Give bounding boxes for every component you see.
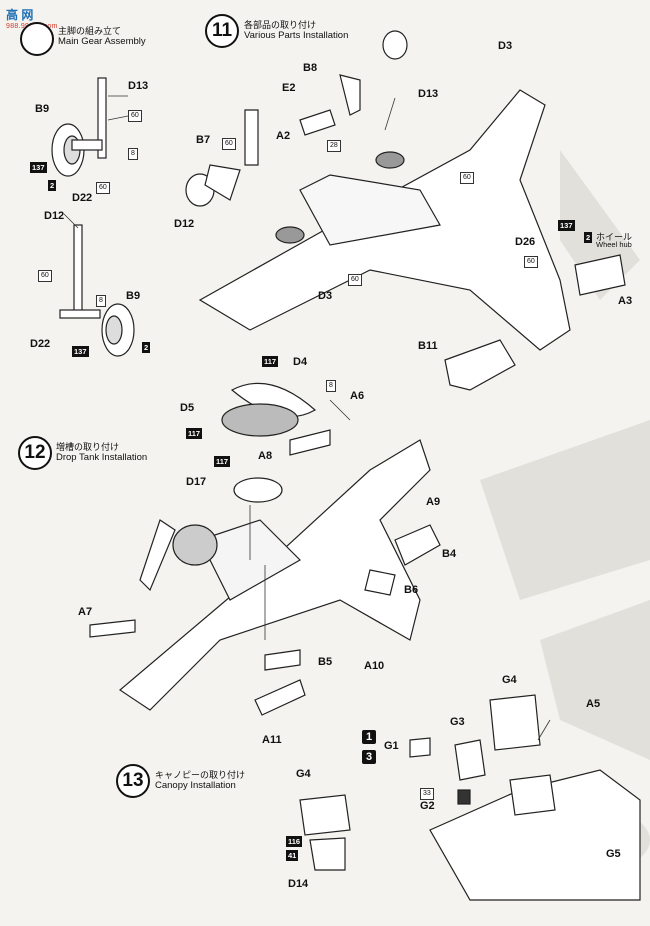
part-label: A7 [78,606,93,618]
color-badge: 117 [214,456,231,467]
part-label: G3 [450,716,465,728]
color-badge: 2 [584,232,593,243]
color-code: 8 [96,295,106,307]
part-label: B7 [196,134,211,146]
part-label: A3 [618,295,633,307]
step-title-en: Canopy Installation [155,780,236,791]
part-label: G5 [606,848,621,860]
color-code: 60 [128,110,142,122]
watermark-text-1: 高 [6,8,19,22]
color-code: 60 [38,270,52,282]
part-label: D22 [30,338,51,350]
step-title-en: Main Gear Assembly [58,36,146,47]
step-title-jp: 主脚の組み立て [58,26,122,36]
step-title-jp: 増槽の取り付け [56,442,120,452]
step-number: 11 [205,14,239,48]
wheel-hub-label-en: Wheel hub [596,240,632,249]
wheel-hub-label-jp: ホイール [596,232,633,242]
color-code: 60 [222,138,236,150]
part-label: B9 [126,290,141,302]
color-badge: 41 [286,850,299,861]
part-label: G2 [420,800,435,812]
step-title-jp: 各部品の取り付け [244,20,317,30]
part-label: G4 [296,768,311,780]
color-badge: 117 [262,356,279,367]
part-label: B9 [35,103,50,115]
part-label: B4 [442,548,457,560]
color-code: 8 [326,380,336,392]
part-label: D13 [418,88,439,100]
part-label: A11 [262,734,282,746]
part-label: A8 [258,450,273,462]
watermark-text-2: 网 [21,8,34,22]
part-label: D13 [128,80,149,92]
option-1-icon: 1 [362,730,376,744]
color-code: 60 [348,274,362,286]
color-badge: 2 [48,180,57,191]
color-code: 60 [96,182,110,194]
step-number: 12 [18,436,52,470]
step-title-en: Various Parts Installation [244,30,349,41]
step-title-jp: キャノピーの取り付け [155,770,246,780]
color-code: 8 [128,148,138,160]
part-label: D12 [174,218,195,230]
part-label: D17 [186,476,207,488]
part-label: A9 [426,496,441,508]
part-label: A10 [364,660,385,672]
part-label: E2 [282,82,296,94]
part-label: D4 [293,356,308,368]
color-badge: 137 [558,220,575,231]
part-label: A2 [276,130,291,142]
part-label: D26 [515,236,536,248]
color-code: 60 [524,256,538,268]
part-label: D3 [498,40,513,52]
color-badge: 137 [72,346,89,357]
part-label: D5 [180,402,195,414]
part-label: G1 [384,740,399,752]
part-label: D14 [288,878,309,890]
part-label: D12 [44,210,65,222]
color-code: 28 [327,140,341,152]
part-label: B8 [303,62,318,74]
part-label: D22 [72,192,93,204]
option-3-icon: 3 [362,750,376,764]
step-number: 13 [116,764,150,798]
part-label: B5 [318,656,333,668]
step-number [20,22,54,56]
part-label: G4 [502,674,517,686]
part-label: A5 [586,698,601,710]
part-label: A6 [350,390,365,402]
part-label: B6 [404,584,419,596]
color-code: 60 [460,172,474,184]
color-badge: 137 [30,162,47,173]
color-badge: 116 [286,836,303,847]
color-badge: 117 [186,428,203,439]
step-title-en: Drop Tank Installation [56,452,148,463]
part-label: B11 [418,340,438,352]
color-badge: 2 [142,342,151,353]
color-code: 33 [420,788,434,800]
part-label: D3 [318,290,333,302]
